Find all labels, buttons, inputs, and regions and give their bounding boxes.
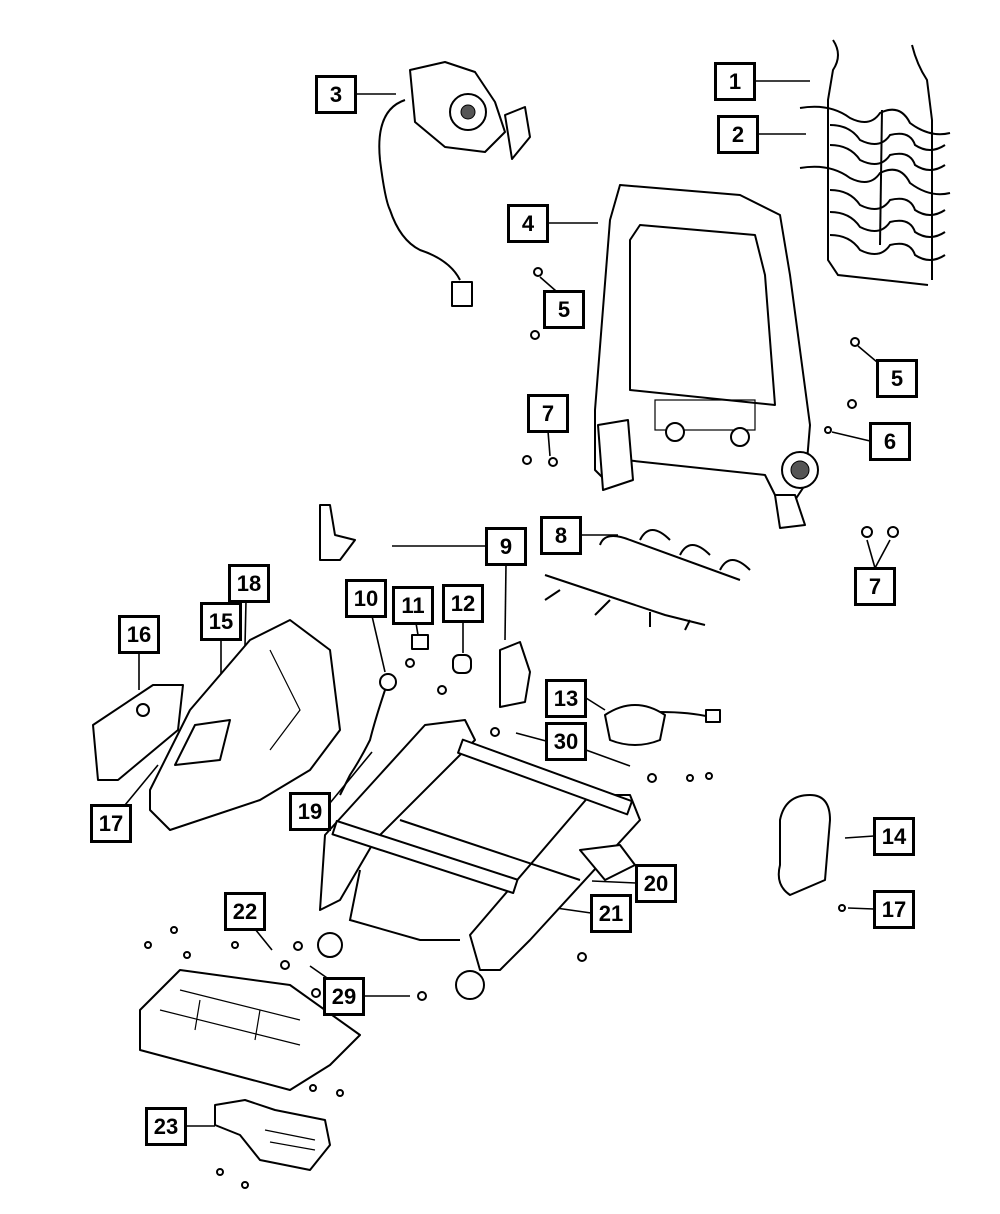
leader-line-10	[371, 615, 386, 673]
callout-4: 4	[507, 204, 549, 243]
leader-line-17	[847, 907, 875, 910]
callout-10: 10	[345, 579, 387, 618]
callout-14: 14	[873, 817, 915, 856]
leader-line-6	[831, 431, 871, 442]
trim-cover-inner	[319, 504, 531, 708]
callout-9: 9	[485, 527, 527, 566]
leader-line-30	[515, 732, 547, 742]
callout-2: 2	[717, 115, 759, 154]
leader-line-13	[585, 697, 606, 711]
leader-line-7	[547, 430, 551, 457]
leader-line-14	[844, 835, 875, 839]
seat-adjuster-track	[317, 719, 641, 1000]
leader-line-7	[866, 539, 876, 569]
callout-8: 8	[540, 516, 582, 555]
leader-line-17	[124, 764, 159, 806]
callout-7: 7	[854, 567, 896, 606]
callout-16: 16	[118, 615, 160, 654]
callout-15: 15	[200, 602, 242, 641]
leader-line-7	[874, 539, 891, 569]
leader-line-19	[329, 751, 373, 804]
leader-line-11	[415, 622, 419, 636]
callout-13: 13	[545, 679, 587, 718]
leader-line-22	[254, 928, 273, 951]
seat-cushion-suspension	[544, 529, 751, 631]
module-bracket	[214, 1084, 344, 1189]
seat-back-frame	[594, 184, 819, 529]
callout-6: 6	[869, 422, 911, 461]
callout-22: 22	[224, 892, 266, 931]
fasteners-lower	[144, 727, 713, 1001]
callout-18: 18	[228, 564, 270, 603]
callout-5: 5	[876, 359, 918, 398]
recliner-motor-harness	[378, 61, 531, 307]
callout-11: 11	[392, 586, 434, 625]
callout-17: 17	[873, 890, 915, 929]
callout-5: 5	[543, 290, 585, 329]
leader-line-9	[504, 563, 507, 641]
callout-29: 29	[323, 977, 365, 1016]
leader-line-5	[539, 276, 557, 292]
seat-adjuster-motor	[604, 704, 721, 746]
callout-19: 19	[289, 792, 331, 831]
callout-12: 12	[442, 584, 484, 623]
fasteners-upper	[522, 267, 899, 538]
callout-20: 20	[635, 864, 677, 903]
callout-17: 17	[90, 804, 132, 843]
callout-21: 21	[590, 894, 632, 933]
callout-7: 7	[527, 394, 569, 433]
seat-base-pan	[139, 969, 361, 1091]
callout-23: 23	[145, 1107, 187, 1146]
leader-line-5	[857, 345, 878, 363]
seat-back-suspension-mat	[799, 39, 951, 286]
leader-line-30	[585, 749, 631, 767]
switch-and-motor-parts	[339, 634, 472, 796]
callout-3: 3	[315, 75, 357, 114]
leader-line-21	[555, 907, 592, 914]
callout-1: 1	[714, 62, 756, 101]
seat-back-rear-cover	[777, 794, 846, 912]
leader-line-20	[591, 880, 637, 884]
seat-side-shield	[92, 619, 341, 831]
callout-30: 30	[545, 722, 587, 761]
